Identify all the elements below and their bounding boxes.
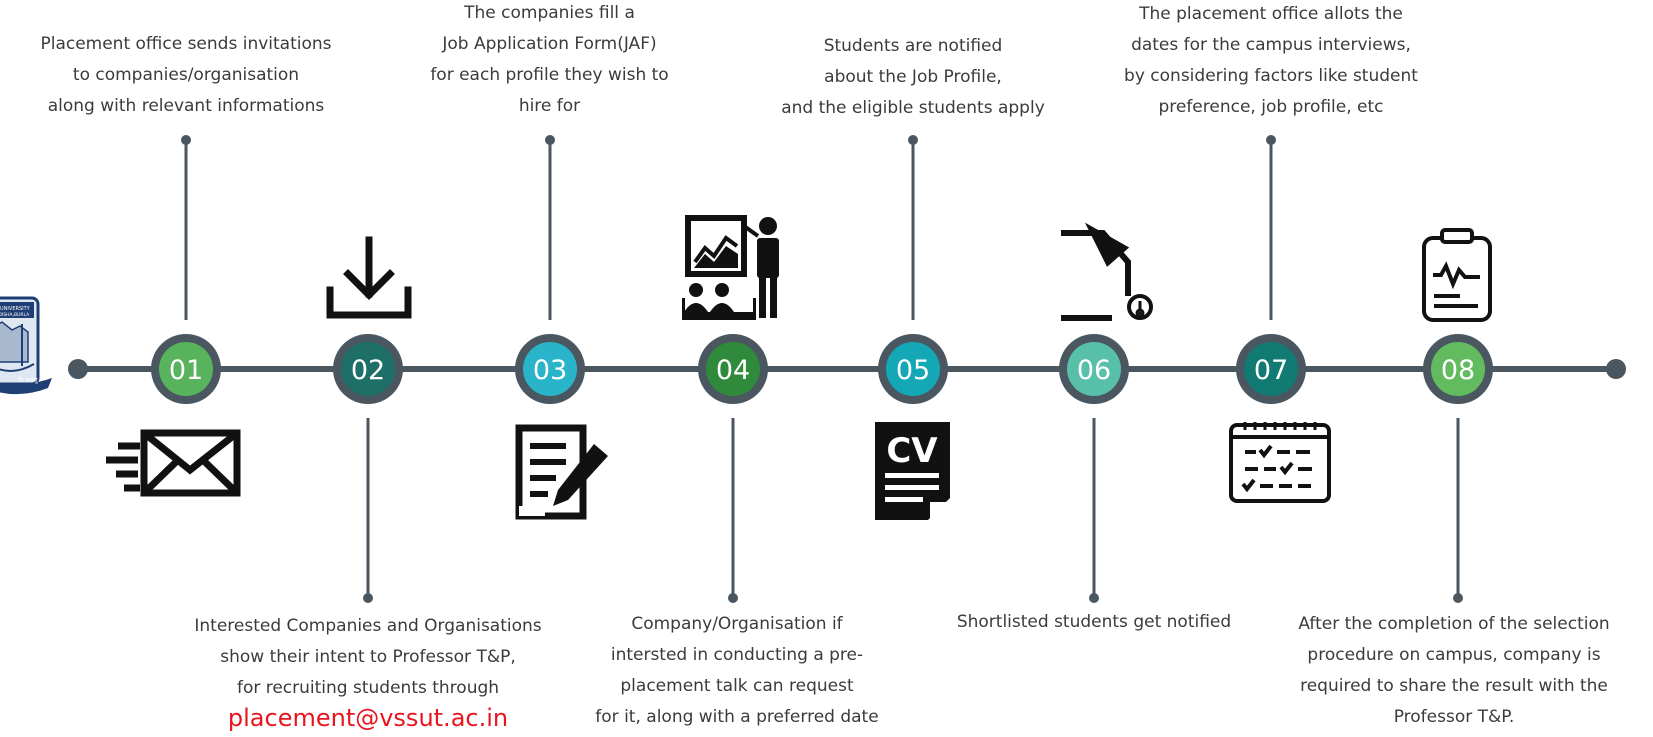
connector-08 xyxy=(1453,418,1463,603)
svg-text:Y,ODISHA,BURLA: Y,ODISHA,BURLA xyxy=(0,312,30,318)
step-node-05: 05 xyxy=(878,334,948,404)
step-number: 08 xyxy=(1441,355,1475,386)
cv-label: CV xyxy=(886,431,938,471)
form-edit-icon xyxy=(515,424,608,520)
connector-07 xyxy=(1266,135,1276,320)
svg-text:ति कर्मसु: ति कर्मसु xyxy=(18,376,38,384)
step-node-04: 04 xyxy=(698,334,768,404)
step-number: 06 xyxy=(1077,355,1111,386)
step-08-description: After the completion of the selection pr… xyxy=(1298,614,1610,727)
university-logo-icon: SAI UNIVERSITY Y,ODISHA,BURLA ति कर्मसु xyxy=(0,296,52,395)
step-node-01: 01 xyxy=(151,334,221,404)
step-number: 04 xyxy=(716,355,750,386)
step-number: 05 xyxy=(896,355,930,386)
connector-03 xyxy=(545,135,555,320)
cv-document-icon: CV xyxy=(875,422,950,520)
step-02-description: Interested Companies and Organisations s… xyxy=(156,611,580,732)
connector-04 xyxy=(728,418,738,603)
clipboard-report-icon xyxy=(1422,228,1492,322)
step-07-description: The placement office allots the dates fo… xyxy=(1124,4,1418,117)
download-icon xyxy=(326,236,412,319)
step-node-06: 06 xyxy=(1059,334,1129,404)
step-03-description: The companies fill a Job Application For… xyxy=(430,3,669,116)
placement-email-link[interactable]: placement@vssut.ac.in xyxy=(227,704,509,732)
step-node-02: 02 xyxy=(333,334,403,404)
step-number: 07 xyxy=(1254,355,1288,386)
step-04-description: Company/Organisation if intersted in con… xyxy=(595,614,879,727)
connector-02 xyxy=(363,418,373,603)
email-send-icon xyxy=(106,429,241,497)
step-number: 03 xyxy=(533,355,567,386)
svg-text:SAI UNIVERSITY: SAI UNIVERSITY xyxy=(0,306,31,312)
step-number: 01 xyxy=(169,355,203,386)
step-05-description: Students are notified about the Job Prof… xyxy=(781,36,1045,118)
step-01-description: Placement office sends invitations to co… xyxy=(40,34,332,116)
calendar-checklist-icon xyxy=(1229,422,1331,503)
connector-05 xyxy=(908,135,918,320)
timeline-start-dot xyxy=(68,359,88,379)
connector-06 xyxy=(1089,418,1099,603)
step-node-07: 07 xyxy=(1236,334,1306,404)
presentation-icon xyxy=(682,215,779,320)
step-number: 02 xyxy=(351,355,385,386)
step-06-description: Shortlisted students get notified xyxy=(956,612,1232,632)
step-node-08: 08 xyxy=(1423,334,1493,404)
connector-01 xyxy=(181,135,191,320)
notification-document-icon xyxy=(1061,222,1153,321)
timeline-end-dot xyxy=(1606,359,1626,379)
step-node-03: 03 xyxy=(515,334,585,404)
